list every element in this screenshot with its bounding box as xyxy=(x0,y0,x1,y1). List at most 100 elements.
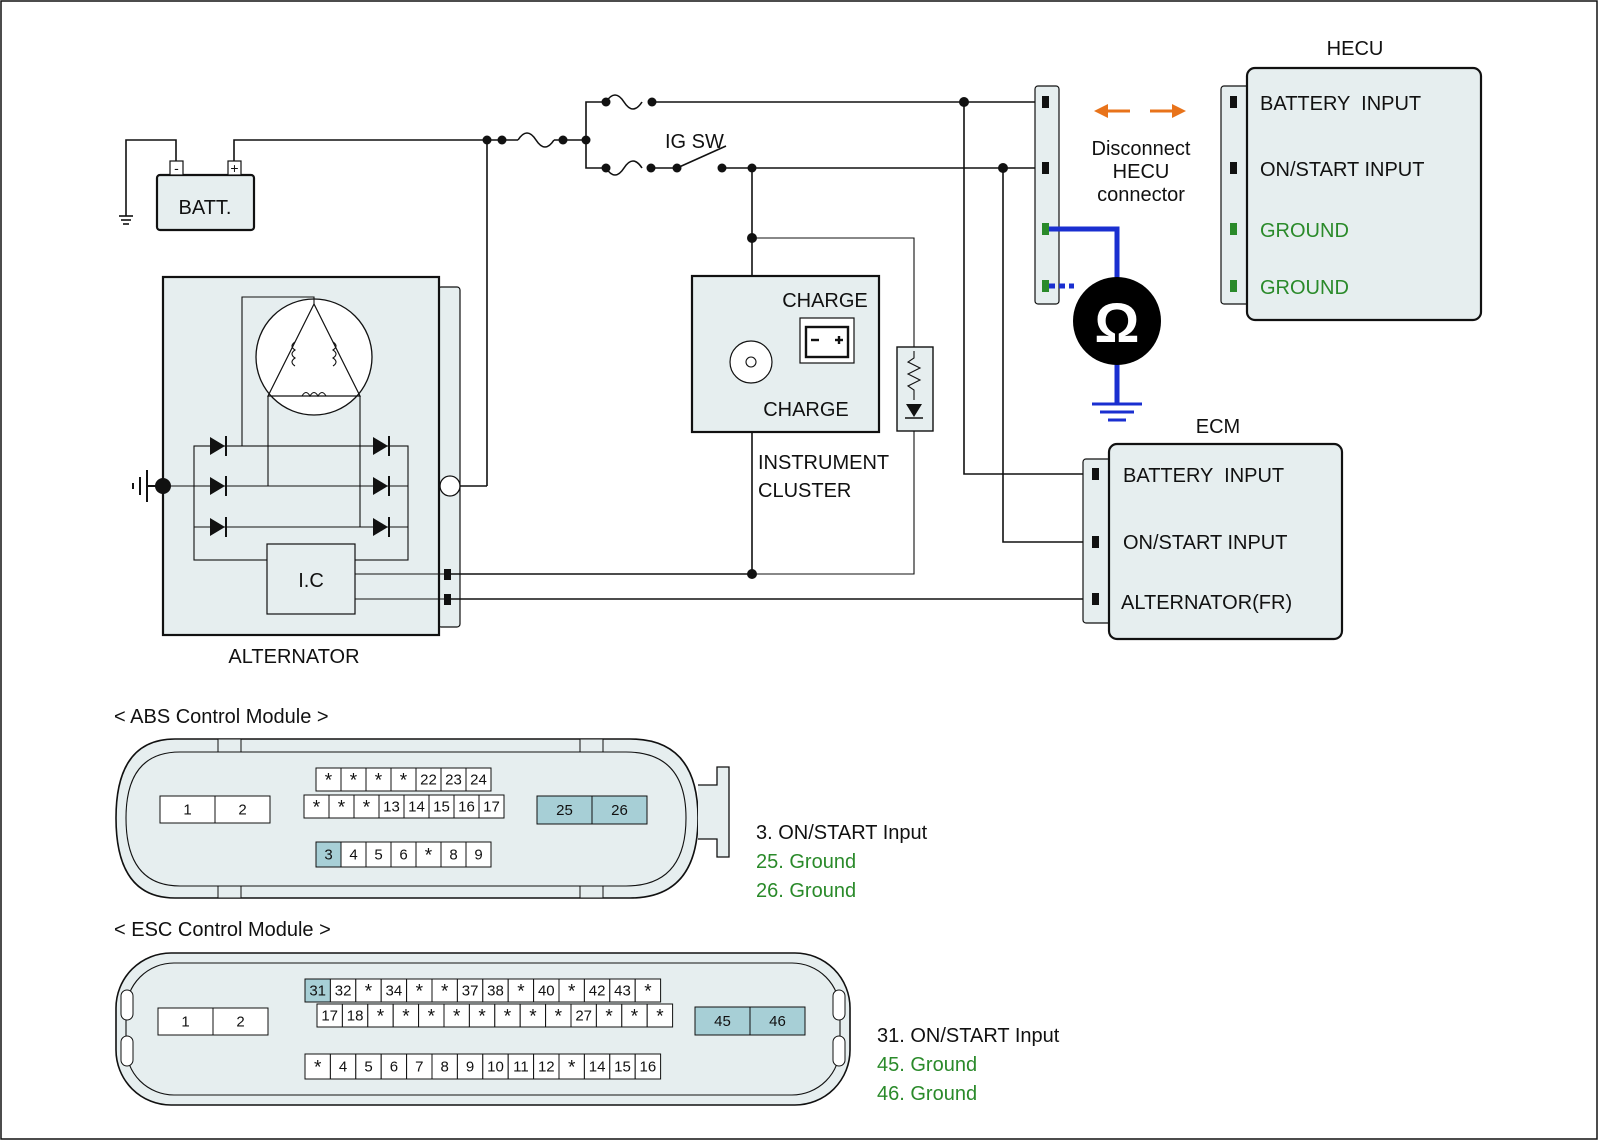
alternator-b-terminal xyxy=(439,475,461,497)
esc-pin-38: 38 xyxy=(482,978,509,1003)
abs-pin-blank: * xyxy=(328,794,355,819)
svg-text:3: 3 xyxy=(324,847,332,864)
svg-text:14: 14 xyxy=(408,799,425,816)
esc-legend-on-start: 31. ON/START Input xyxy=(877,1025,1060,1047)
abs-pin-5: 5 xyxy=(365,841,392,868)
svg-text:*: * xyxy=(416,982,424,1003)
esc-pin-37: 37 xyxy=(456,978,484,1003)
esc-pin-blank: * xyxy=(418,1003,445,1028)
svg-text:40: 40 xyxy=(538,983,555,1000)
stator-icon xyxy=(255,298,373,416)
ecm-box xyxy=(1107,442,1344,641)
esc-pin-17: 17 xyxy=(316,1003,343,1028)
hecu-box xyxy=(1245,66,1483,322)
ignition-fuse-icon xyxy=(605,160,643,176)
esc-pin-9: 9 xyxy=(456,1053,484,1080)
esc-pin-6: 6 xyxy=(380,1053,408,1080)
esc-legend-ground-45: 45. Ground xyxy=(877,1054,977,1076)
hecu-module: HECU BATTERY INPUT ON/START INPUT GROUND… xyxy=(1220,38,1483,322)
esc-pin-blank: * xyxy=(545,1003,572,1028)
esc-pin-blank: * xyxy=(392,1003,420,1028)
svg-text:*: * xyxy=(644,982,652,1003)
svg-text:*: * xyxy=(441,982,449,1003)
esc-pin-4: 4 xyxy=(329,1053,357,1080)
svg-text:1: 1 xyxy=(183,802,191,819)
alternator-ground-terminal xyxy=(155,478,171,494)
battery-positive-sign: + xyxy=(230,160,238,176)
svg-text:8: 8 xyxy=(441,1059,449,1076)
svg-text:*: * xyxy=(402,1007,410,1028)
svg-text:1: 1 xyxy=(181,1014,189,1031)
svg-text:15: 15 xyxy=(614,1059,631,1076)
svg-text:13: 13 xyxy=(383,799,400,816)
alternator-ground-icon xyxy=(132,470,160,502)
main-fuse-icon xyxy=(517,132,555,148)
abs-pin-15: 15 xyxy=(428,794,455,819)
svg-text:*: * xyxy=(350,771,358,792)
esc-pin-1: 1 xyxy=(157,1007,214,1036)
power-distribution: IG SW xyxy=(454,94,1044,487)
svg-text:24: 24 xyxy=(470,772,487,789)
esc-pin-42: 42 xyxy=(583,978,611,1003)
cluster-label-line1: INSTRUMENT xyxy=(758,452,889,474)
esc-pin-8: 8 xyxy=(431,1053,458,1080)
probe-ground-icon xyxy=(1092,402,1142,422)
abs-pin-26: 26 xyxy=(591,795,648,825)
ig-switch-icon xyxy=(676,145,727,169)
svg-text:14: 14 xyxy=(589,1059,606,1076)
esc-pin-2: 2 xyxy=(212,1007,269,1036)
svg-text:32: 32 xyxy=(335,983,352,1000)
ecm-battery-wire xyxy=(963,102,1085,475)
ecm-pin-on-start-input: ON/START INPUT xyxy=(1123,532,1287,554)
esc-pin-blank: * xyxy=(646,1003,674,1028)
esc-pin-blank: * xyxy=(431,978,458,1003)
disconnect-label-line2: HECU xyxy=(1113,161,1170,183)
esc-pin-31: 31 xyxy=(304,978,331,1003)
esc-title: < ESC Control Module > xyxy=(114,919,331,941)
svg-text:16: 16 xyxy=(458,799,475,816)
abs-pin-22: 22 xyxy=(415,767,442,792)
abs-pin-2: 2 xyxy=(214,795,271,824)
svg-text:18: 18 xyxy=(347,1008,364,1025)
esc-pin-blank: * xyxy=(355,978,382,1003)
alternator-label: ALTERNATOR xyxy=(228,646,359,668)
esc-pin-blank: * xyxy=(443,1003,470,1028)
svg-text:22: 22 xyxy=(420,772,437,789)
svg-text:42: 42 xyxy=(589,983,606,1000)
ic-regulator-label: I.C xyxy=(298,570,324,592)
abs-pin-blank: * xyxy=(340,767,367,792)
svg-text:*: * xyxy=(529,1007,537,1028)
esc-pin-45: 45 xyxy=(694,1006,751,1036)
svg-text:6: 6 xyxy=(399,847,407,864)
svg-text:23: 23 xyxy=(445,772,462,789)
esc-pin-blank: * xyxy=(519,1003,547,1028)
svg-text:*: * xyxy=(338,798,346,819)
esc-pin-34: 34 xyxy=(380,978,408,1003)
disconnect-label-line3: connector xyxy=(1097,184,1185,206)
abs-pin-3: 3 xyxy=(315,841,342,868)
esc-pin-5: 5 xyxy=(355,1053,382,1080)
svg-text:*: * xyxy=(568,1058,576,1079)
svg-text:*: * xyxy=(375,771,383,792)
svg-text:38: 38 xyxy=(487,983,504,1000)
battery-fuse-icon xyxy=(605,94,643,110)
abs-pin-24: 24 xyxy=(465,767,492,792)
ecm-title: ECM xyxy=(1196,416,1240,438)
disconnect-label-line1: Disconnect xyxy=(1092,138,1191,160)
battery-ground-wire xyxy=(125,139,177,216)
battery-box xyxy=(155,173,256,232)
abs-pin-17: 17 xyxy=(478,794,505,819)
abs-pin-6: 6 xyxy=(390,841,417,868)
svg-text:12: 12 xyxy=(538,1059,555,1076)
ohmmeter: Ω xyxy=(1049,226,1161,422)
battery-warning-icon xyxy=(799,317,855,364)
svg-text:37: 37 xyxy=(462,983,479,1000)
esc-pin-18: 18 xyxy=(341,1003,369,1028)
esc-pin-blank: * xyxy=(304,1053,331,1080)
abs-pin-blank: * xyxy=(390,767,417,792)
ic-regulator-box xyxy=(266,543,356,615)
ecm-pin-battery-input: BATTERY INPUT xyxy=(1123,465,1284,487)
